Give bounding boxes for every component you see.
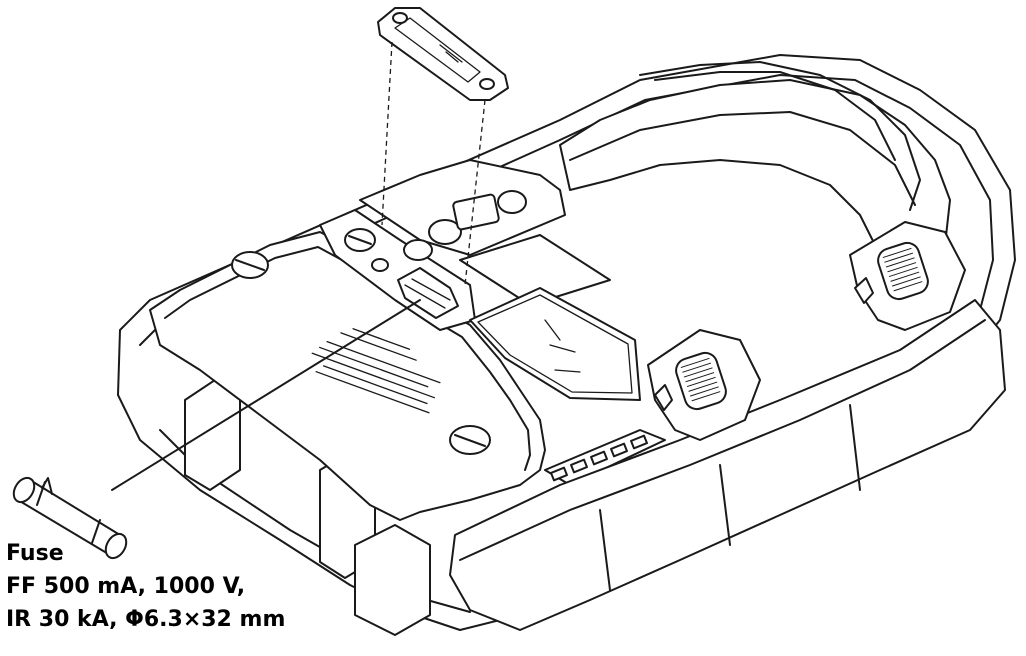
fuse-icon <box>12 476 128 560</box>
top-panel <box>359 159 611 306</box>
assembly-line-right <box>464 99 486 286</box>
fuse-callout: Fuse FF 500 mA, 1000 V, IR 30 kA, Φ6.3×3… <box>6 537 336 636</box>
fuse-compartment <box>319 209 476 331</box>
rating-label-plate <box>469 287 641 401</box>
cover-printed-text <box>311 328 441 414</box>
fuse-rating-line: FF 500 mA, 1000 V, <box>6 574 246 599</box>
fuse-spec-line: IR 30 kA, Φ6.3×32 mm <box>6 607 286 632</box>
cover-screw-bottom <box>449 425 491 455</box>
fuse-title: Fuse <box>6 541 64 566</box>
cover-screw-top <box>231 251 269 279</box>
fuse-leader-line <box>111 299 421 491</box>
battery-cover <box>149 231 546 521</box>
connector-strip <box>544 429 666 486</box>
latch-right <box>849 221 966 331</box>
assembly-line-left <box>381 41 393 226</box>
latch-left <box>647 329 761 441</box>
access-plate-exploded <box>377 7 509 101</box>
